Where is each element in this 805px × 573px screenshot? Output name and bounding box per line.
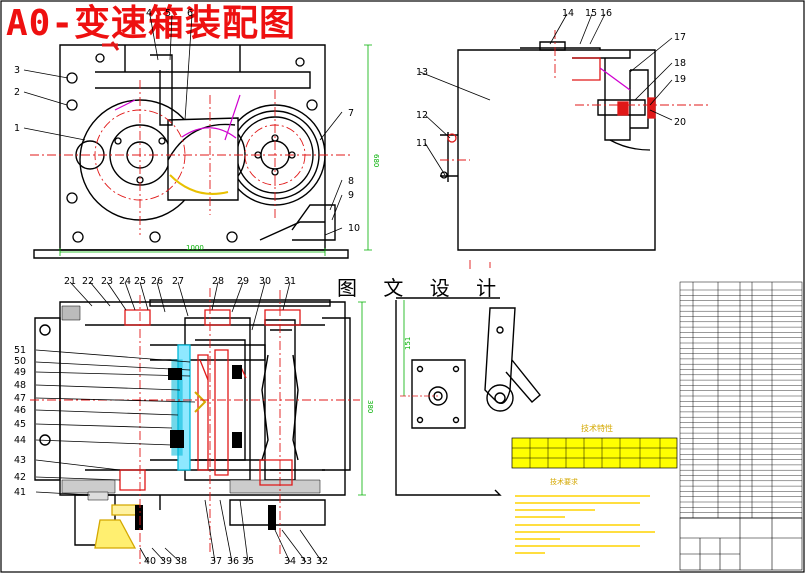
section-hatching bbox=[61, 305, 321, 501]
balloon-number-24: 24 bbox=[119, 276, 131, 287]
detail-view bbox=[395, 297, 541, 496]
balloon-number-32: 32 bbox=[316, 556, 328, 567]
balloon-number-35: 35 bbox=[242, 556, 254, 567]
section-leaders bbox=[35, 281, 323, 563]
technical-table-title: 技术特性 bbox=[581, 423, 613, 433]
balloon-number-28: 28 bbox=[212, 276, 224, 287]
balloon-number-30: 30 bbox=[259, 276, 271, 287]
balloon-number-27: 27 bbox=[172, 276, 184, 287]
parts-list bbox=[679, 281, 803, 519]
balloon-number-19: 19 bbox=[674, 74, 686, 85]
balloon-number-33: 33 bbox=[300, 556, 312, 567]
balloon-number-50: 50 bbox=[14, 356, 26, 367]
balloon-number-38: 38 bbox=[175, 556, 187, 567]
technical-requirements-title: 技术要求 bbox=[550, 477, 578, 486]
balloon-number-23: 23 bbox=[101, 276, 113, 287]
balloon-number-39: 39 bbox=[160, 556, 172, 567]
front-view-highlights bbox=[102, 41, 241, 195]
balloon-number-46: 46 bbox=[14, 405, 26, 416]
balloon-number-31: 31 bbox=[284, 276, 296, 287]
front-view bbox=[33, 44, 349, 259]
parts-list-rows bbox=[680, 289, 802, 519]
watermark-text: 图 文 设 计 bbox=[337, 276, 507, 300]
dimension-detail-height: 151 bbox=[404, 337, 412, 350]
balloon-number-11: 11 bbox=[416, 138, 428, 149]
balloon-number-42: 42 bbox=[14, 472, 26, 483]
section-view bbox=[34, 299, 351, 546]
side-view-details bbox=[440, 57, 656, 179]
dimension-section-height: 380 bbox=[366, 400, 374, 413]
balloon-number-37: 37 bbox=[210, 556, 222, 567]
balloon-number-18: 18 bbox=[674, 58, 686, 69]
balloon-number-14: 14 bbox=[562, 8, 574, 19]
balloon-number-1: 1 bbox=[14, 123, 20, 134]
balloon-number-36: 36 bbox=[227, 556, 239, 567]
front-view-bolts bbox=[66, 53, 318, 243]
balloon-number-47: 47 bbox=[14, 393, 26, 404]
balloon-number-43: 43 bbox=[14, 455, 26, 466]
balloon-number-34: 34 bbox=[284, 556, 296, 567]
side-view-centerlines bbox=[440, 30, 710, 270]
dimension-front-width: 1000 bbox=[186, 244, 204, 252]
balloon-number-7: 7 bbox=[348, 108, 354, 119]
balloon-number-20: 20 bbox=[674, 117, 686, 128]
dimension-front-height: 680 bbox=[372, 154, 380, 167]
balloon-number-48: 48 bbox=[14, 380, 26, 391]
technical-table bbox=[511, 437, 678, 469]
front-view-centerlines bbox=[30, 80, 352, 235]
side-leaders bbox=[419, 13, 673, 176]
title-block bbox=[679, 517, 803, 571]
balloon-number-29: 29 bbox=[237, 276, 249, 287]
balloon-number-5: 5 bbox=[165, 8, 171, 19]
balloon-number-6: 6 bbox=[187, 8, 193, 19]
section-gears bbox=[135, 365, 276, 530]
balloon-number-45: 45 bbox=[14, 419, 26, 430]
balloon-number-10: 10 bbox=[348, 223, 360, 234]
balloon-number-49: 49 bbox=[14, 367, 26, 378]
detail-dimensions bbox=[400, 300, 438, 397]
technical-notes bbox=[515, 495, 655, 554]
balloon-number-16: 16 bbox=[600, 8, 612, 19]
balloon-number-25: 25 bbox=[134, 276, 146, 287]
front-leaders bbox=[23, 14, 343, 236]
balloon-number-15: 15 bbox=[585, 8, 597, 19]
balloon-number-17: 17 bbox=[674, 32, 686, 43]
balloon-number-12: 12 bbox=[416, 110, 428, 121]
drawing-title: A0-变速箱装配图 bbox=[6, 3, 297, 44]
section-dimensions bbox=[358, 301, 366, 496]
balloon-number-9: 9 bbox=[348, 190, 354, 201]
balloon-number-26: 26 bbox=[151, 276, 163, 287]
balloon-number-13: 13 bbox=[416, 67, 428, 78]
balloon-number-22: 22 bbox=[82, 276, 94, 287]
balloon-number-44: 44 bbox=[14, 435, 26, 446]
section-centerlines bbox=[30, 288, 360, 565]
balloon-number-51: 51 bbox=[14, 345, 26, 356]
balloon-number-4: 4 bbox=[146, 8, 152, 19]
balloon-number-8: 8 bbox=[348, 176, 354, 187]
balloon-number-2: 2 bbox=[14, 87, 20, 98]
balloon-number-41: 41 bbox=[14, 487, 26, 498]
front-dimensions bbox=[59, 44, 372, 256]
balloon-number-21: 21 bbox=[64, 276, 76, 287]
balloon-number-3: 3 bbox=[14, 65, 20, 76]
balloon-number-40: 40 bbox=[144, 556, 156, 567]
